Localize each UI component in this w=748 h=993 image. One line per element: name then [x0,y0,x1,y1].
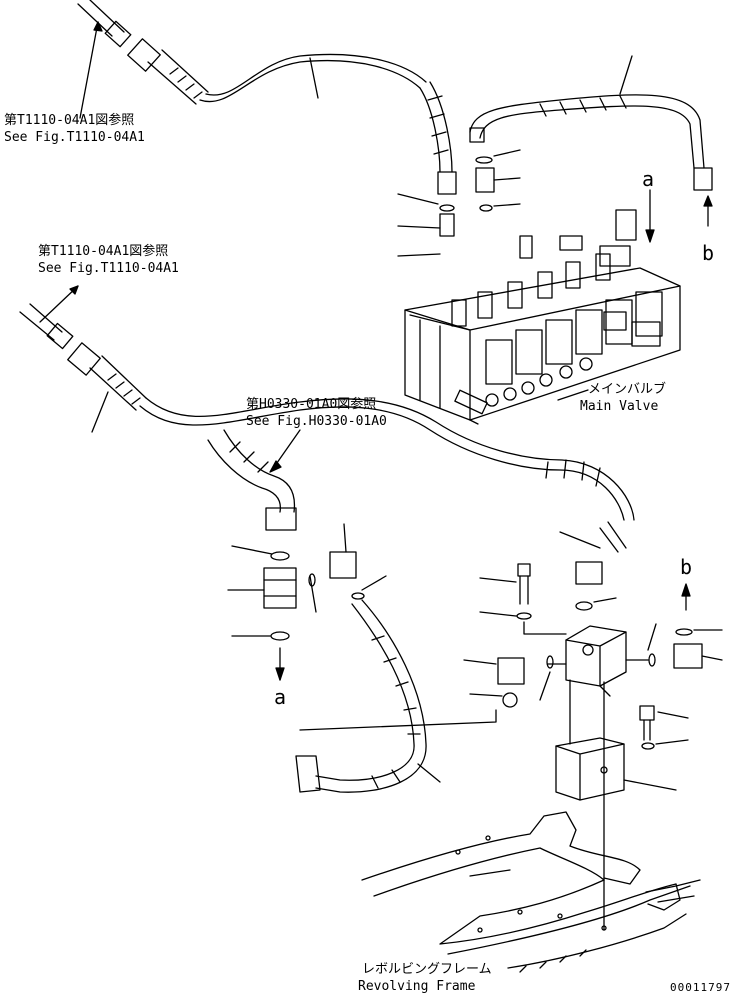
elbow-hose-h0330 [207,429,297,531]
upper-left-hose [77,0,427,105]
top-fittings [397,149,521,257]
main-valve-leader [557,389,589,401]
small-elbow-fittings [308,523,387,613]
upper-manifold-block [547,623,657,697]
mark-a-bottom: a [274,685,287,709]
mark-b-arrow-up [703,195,713,227]
mark-a-top: a [642,167,655,191]
ref-h0330-en: See Fig.H0330-01A0 [246,414,387,429]
main-valve-en: Main Valve [580,399,659,414]
left-adapter-stack [227,545,297,681]
lower-hose [295,599,497,793]
upper-right-hose [469,55,713,191]
right-side-fittings [673,583,723,669]
lower-manifold-block [555,679,689,931]
ref-t1110-en-2: See Fig.T1110-04A1 [38,261,179,276]
ref-t1110-jp-1: 第T1110-04A1図参照 [4,113,135,128]
revolving-frame-en: Revolving Frame [358,979,476,993]
revolving-frame-jp: レボルビングフレーム [362,962,492,977]
bolts-and-fittings [463,531,617,708]
mark-b-right: b [680,555,693,579]
callout-arrow-ref-2 [39,285,79,323]
ref-h0330-jp: 第H0330-01A0図参照 [246,397,377,412]
main-valve-block [404,209,681,425]
main-valve-jp: メインバルブ [588,382,667,397]
ref-t1110-en-1: See Fig.T1110-04A1 [4,130,145,145]
middle-left-hose [19,303,635,553]
callout-arrow-ref-3 [269,429,301,473]
callout-arrow-ref-1 [79,21,103,119]
mark-b-top: b [702,241,715,265]
drawing-number: 00011797 [670,981,731,993]
ref-t1110-jp-2: 第T1110-04A1図参照 [38,244,169,259]
revolving-frame-outline [361,811,701,973]
upper-left-hose-end [419,81,457,237]
mark-a-arrow-down [645,189,655,243]
